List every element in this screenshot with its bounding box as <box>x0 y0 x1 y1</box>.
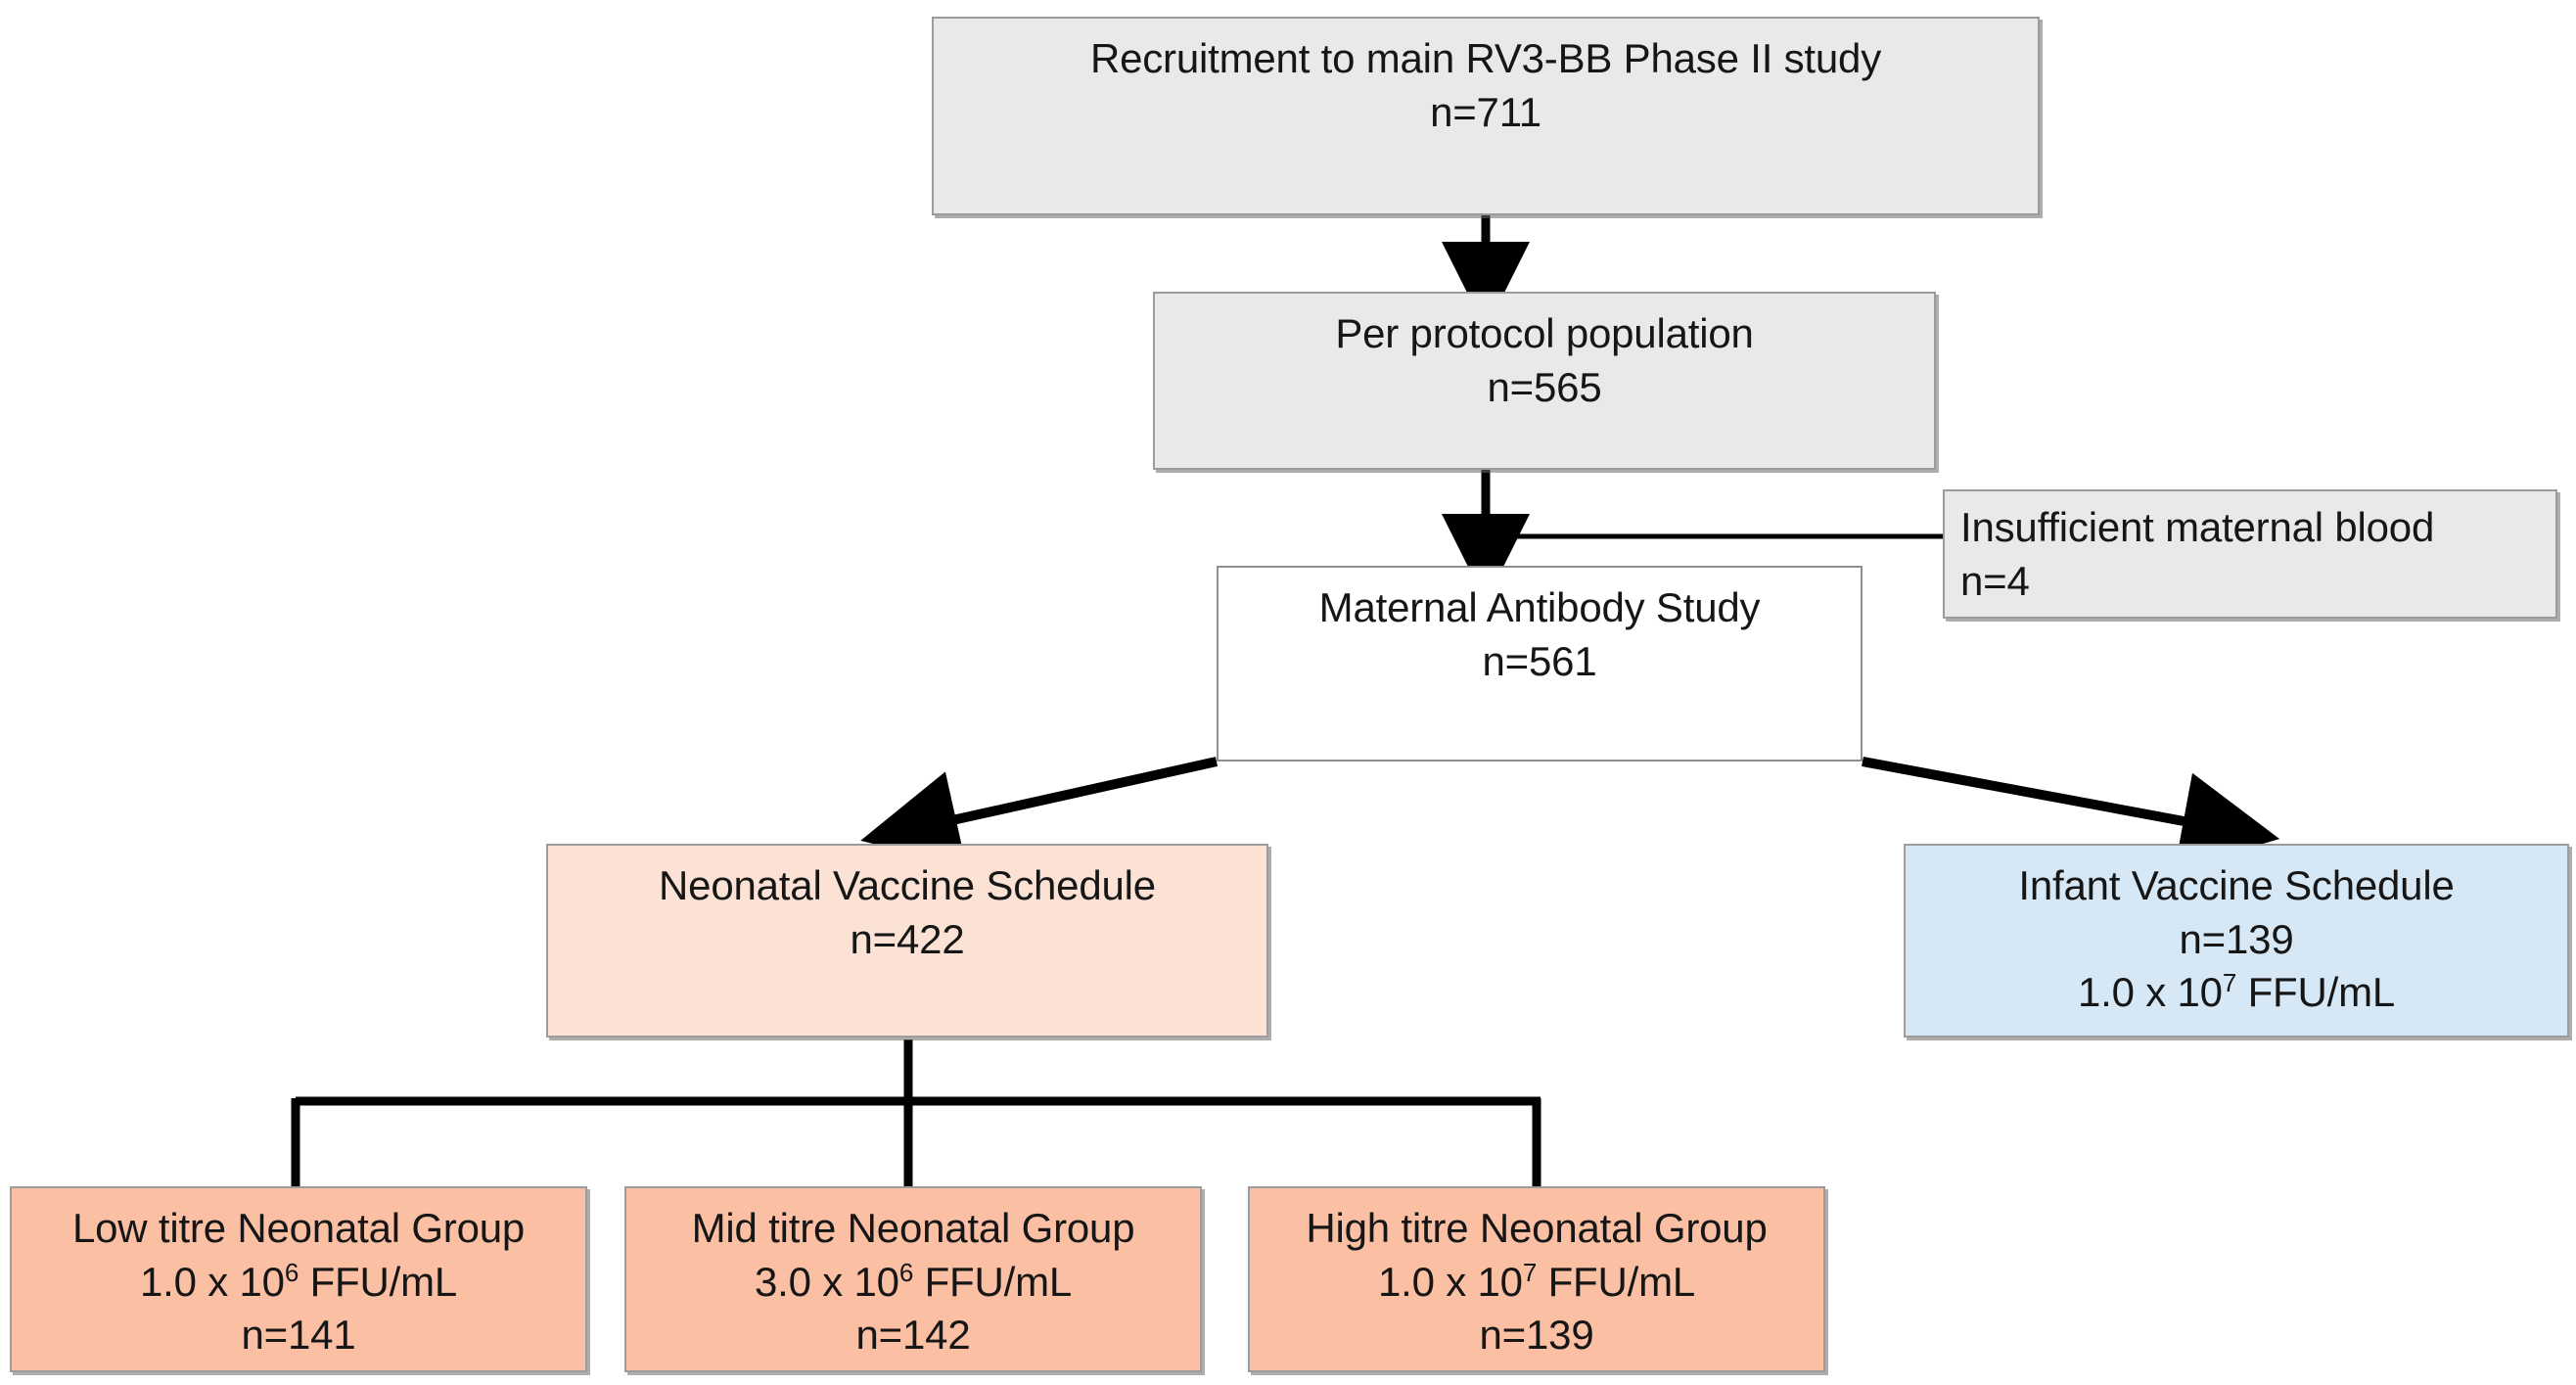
node-infant-schedule[interactable]: Infant Vaccine Schedule n=139 1.0 x 107 … <box>1904 844 2569 1038</box>
node-recruitment-line1: Recruitment to main RV3-BB Phase II stud… <box>1089 35 1882 81</box>
node-maternal-antibody-line1: Maternal Antibody Study <box>1318 584 1761 630</box>
node-mid-titre-dose-units: FFU/mL <box>913 1258 1073 1305</box>
node-low-titre[interactable]: Low titre Neonatal Group 1.0 x 106 FFU/m… <box>10 1186 587 1372</box>
node-high-titre-dose-units: FFU/mL <box>1537 1258 1696 1305</box>
node-high-titre-dose-mantissa: 1.0 x 10 <box>1377 1258 1523 1305</box>
node-low-titre-line1: Low titre Neonatal Group <box>71 1205 526 1251</box>
node-infant-schedule-dose-exponent: 7 <box>2222 968 2237 998</box>
node-insufficient-blood[interactable]: Insufficient maternal blood n=4 <box>1943 489 2557 619</box>
node-infant-schedule-line3: 1.0 x 107 FFU/mL <box>2078 966 2395 1020</box>
node-high-titre-line3: n=139 <box>1479 1312 1594 1359</box>
node-infant-schedule-dose-mantissa: 1.0 x 10 <box>2077 969 2223 1016</box>
node-low-titre-line2: 1.0 x 106 FFU/mL <box>140 1256 457 1310</box>
node-mid-titre-dose-exponent: 6 <box>898 1257 914 1287</box>
node-recruitment-line2: n=711 <box>1430 88 1541 135</box>
node-infant-schedule-line1: Infant Vaccine Schedule <box>2018 862 2455 908</box>
node-low-titre-dose-exponent: 6 <box>284 1257 299 1287</box>
node-low-titre-dose-mantissa: 1.0 x 10 <box>139 1258 285 1305</box>
node-maternal-antibody[interactable]: Maternal Antibody Study n=561 <box>1217 566 1863 762</box>
node-neonatal-schedule-line1: Neonatal Vaccine Schedule <box>659 862 1156 908</box>
edge-maternal-to-neonatal <box>860 757 1219 867</box>
node-neonatal-schedule-line2: n=422 <box>850 915 965 962</box>
node-maternal-antibody-line2: n=561 <box>1482 637 1597 684</box>
node-insufficient-blood-line1: Insufficient maternal blood <box>1960 504 2435 550</box>
node-infant-schedule-dose-units: FFU/mL <box>2236 969 2396 1016</box>
node-per-protocol-line2: n=565 <box>1487 363 1602 410</box>
node-low-titre-line3: n=141 <box>241 1312 356 1359</box>
node-high-titre-line2: 1.0 x 107 FFU/mL <box>1378 1256 1695 1310</box>
node-low-titre-dose-units: FFU/mL <box>299 1258 458 1305</box>
node-high-titre-dose-exponent: 7 <box>1522 1257 1538 1287</box>
node-mid-titre-line2: 3.0 x 106 FFU/mL <box>755 1256 1072 1310</box>
node-high-titre[interactable]: High titre Neonatal Group 1.0 x 107 FFU/… <box>1248 1186 1825 1372</box>
node-recruitment[interactable]: Recruitment to main RV3-BB Phase II stud… <box>932 17 2040 215</box>
node-high-titre-line1: High titre Neonatal Group <box>1306 1205 1768 1251</box>
edge-maternal-to-infant <box>1862 757 2280 870</box>
node-infant-schedule-line2: n=139 <box>2179 915 2294 962</box>
node-mid-titre-dose-mantissa: 3.0 x 10 <box>754 1258 899 1305</box>
node-per-protocol[interactable]: Per protocol population n=565 <box>1153 292 1936 470</box>
node-neonatal-schedule[interactable]: Neonatal Vaccine Schedule n=422 <box>546 844 1268 1038</box>
node-mid-titre-line1: Mid titre Neonatal Group <box>691 1205 1135 1251</box>
node-mid-titre-line3: n=142 <box>855 1312 971 1359</box>
node-mid-titre[interactable]: Mid titre Neonatal Group 3.0 x 106 FFU/m… <box>624 1186 1202 1372</box>
node-per-protocol-line1: Per protocol population <box>1335 310 1754 356</box>
node-insufficient-blood-line2: n=4 <box>1960 557 2030 604</box>
